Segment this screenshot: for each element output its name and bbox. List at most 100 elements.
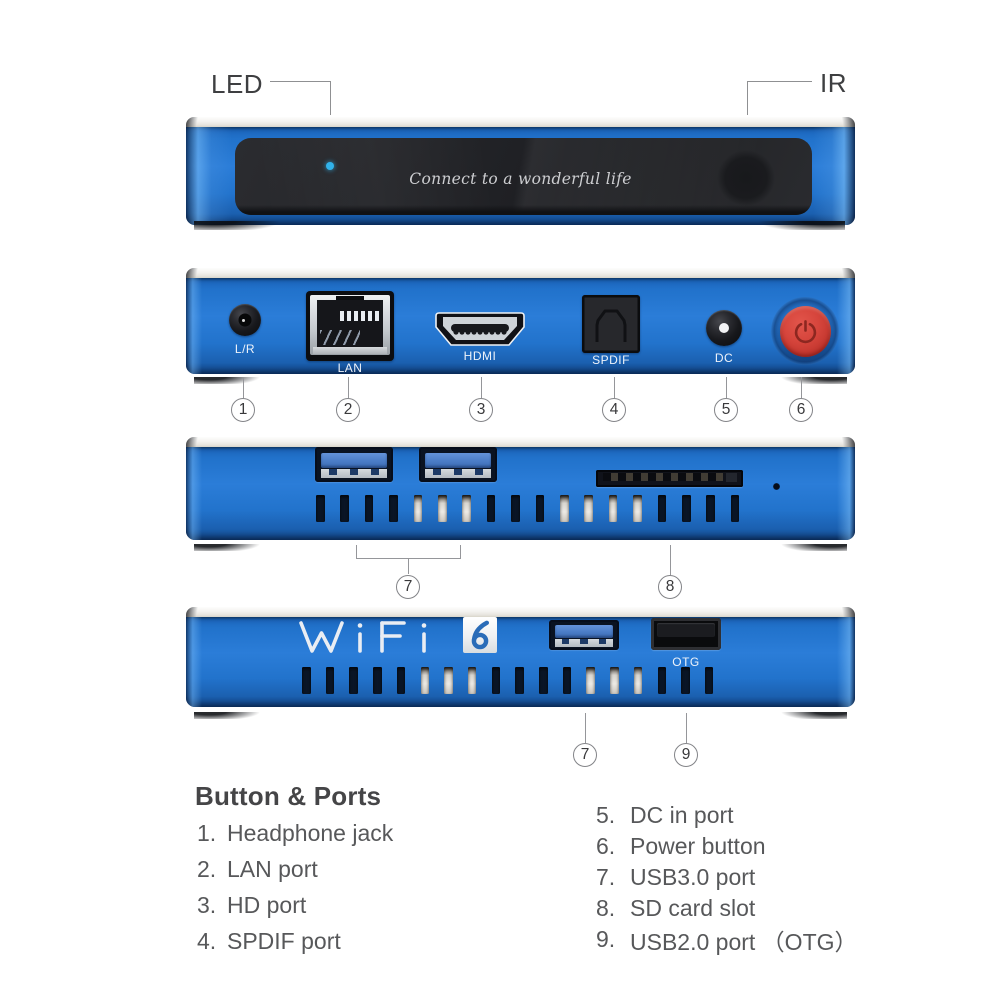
- device-wifi-side-view: OTG: [186, 607, 855, 719]
- device-top-edge: [186, 437, 855, 447]
- lan-sill: [313, 347, 387, 354]
- wifi6-badge: [463, 617, 497, 653]
- vent-slot: [364, 495, 374, 522]
- device-top-edge: [186, 268, 855, 278]
- callout-number-8: 8: [658, 575, 682, 599]
- sd-pins: [603, 473, 723, 481]
- ir-pointer-line-v: [747, 81, 749, 115]
- callout-line: [685, 713, 687, 743]
- vent-slot: [608, 495, 618, 522]
- legend-item-number: 3.: [197, 891, 217, 918]
- vent-slot: [681, 667, 690, 694]
- lan-port: [306, 291, 394, 361]
- callout-number-4: 4: [602, 398, 626, 422]
- callout-line: [347, 377, 349, 398]
- hdmi-port: [435, 312, 525, 348]
- usb3-bed: [321, 469, 387, 479]
- callout-bracket: [460, 545, 462, 558]
- vent-slot: [444, 667, 453, 694]
- led-label: LED: [211, 69, 264, 99]
- front-glass-panel: [235, 138, 812, 215]
- power-button[interactable]: [780, 306, 831, 357]
- legend-item: 7.USB3.0 port: [596, 862, 858, 893]
- usb3-bed: [554, 638, 614, 647]
- vent-slot: [420, 667, 429, 694]
- callout-number-1: 1: [231, 398, 255, 422]
- vent-slot: [633, 495, 642, 522]
- callout-line: [242, 377, 244, 398]
- vent-slot: [462, 495, 471, 522]
- vent-slot: [438, 495, 447, 522]
- dc-pin-hole: [719, 323, 729, 333]
- usb3-tongue: [425, 452, 491, 468]
- callout-line: [669, 545, 671, 575]
- legend-item: 3. HD port: [197, 887, 393, 923]
- ir-label: IR: [820, 68, 847, 98]
- callout-line: [800, 377, 802, 398]
- device-foot: [777, 544, 847, 551]
- sd-tab: [726, 473, 737, 482]
- legend-item-text: SPDIF port: [227, 927, 341, 954]
- vent-slot: [467, 667, 477, 694]
- sd-card-slot: [596, 470, 743, 487]
- vent-slot: [610, 667, 619, 694]
- legend-item-text: USB3.0 port: [630, 864, 756, 890]
- device-foot: [777, 712, 847, 719]
- vent-slot: [730, 495, 740, 522]
- device-rear-view: L/R LAN: [186, 268, 855, 384]
- legend-item-text: HD port: [227, 891, 307, 918]
- legend-item-text: SD card slot: [630, 895, 756, 921]
- hdmi-port-label: HDMI: [463, 349, 497, 363]
- device-foot: [777, 377, 847, 384]
- device-foot: [194, 221, 286, 230]
- vent-slot: [706, 495, 715, 522]
- device-foot: [194, 377, 264, 384]
- callout-line: [480, 377, 482, 398]
- callout-line: [725, 377, 727, 398]
- vent-slot: [340, 495, 349, 522]
- callout-number-5: 5: [714, 398, 738, 422]
- reset-pinhole: [773, 483, 780, 490]
- callout-number-9: 9: [674, 743, 698, 767]
- legend-item-text: DC in port: [630, 802, 734, 828]
- vent-slot: [413, 495, 423, 522]
- led-pointer-line: [270, 81, 331, 83]
- vent-slot: [491, 667, 501, 694]
- vent-slot: [396, 667, 406, 694]
- device-top-edge: [186, 117, 855, 127]
- dc-port-label: DC: [714, 351, 734, 365]
- legend-item-number: 6.: [596, 833, 616, 859]
- callout-number-3: 3: [469, 398, 493, 422]
- legend-item-number: 9.: [596, 926, 616, 952]
- vent-slot: [515, 667, 524, 694]
- vent-slot: [486, 495, 496, 522]
- ir-pointer-line: [748, 81, 812, 83]
- vent-slot: [584, 495, 593, 522]
- vent-slot: [586, 667, 595, 694]
- device-foot: [753, 221, 845, 230]
- device-front-view: Connect to a wonderful life: [186, 117, 855, 230]
- legend-item: 1.Headphone jack: [197, 815, 393, 851]
- vent-slot: [682, 495, 691, 522]
- legend-item-number: 1.: [197, 819, 217, 846]
- legend-item: 8.SD card slot: [596, 893, 858, 924]
- device-rear-body: L/R LAN: [186, 278, 855, 375]
- usb3-port-a: [315, 447, 393, 482]
- vent-slot: [562, 667, 572, 694]
- legend-title: Button & Ports: [195, 781, 382, 811]
- led-indicator: [326, 162, 334, 170]
- callout-stem: [408, 558, 410, 574]
- jack-highlight: [242, 319, 245, 322]
- device-usb-body: [186, 447, 855, 540]
- vent-slot: [539, 667, 548, 694]
- spdif-port: [582, 295, 640, 353]
- callout-line: [584, 713, 586, 743]
- headphone-port-label: L/R: [234, 342, 256, 356]
- panel-bottom-shade: [235, 205, 812, 215]
- usb3-bed: [425, 469, 491, 479]
- legend-item: 9.USB2.0 port （OTG）: [596, 924, 858, 955]
- headphone-jack-port: [229, 304, 261, 336]
- vent-slot: [657, 495, 667, 522]
